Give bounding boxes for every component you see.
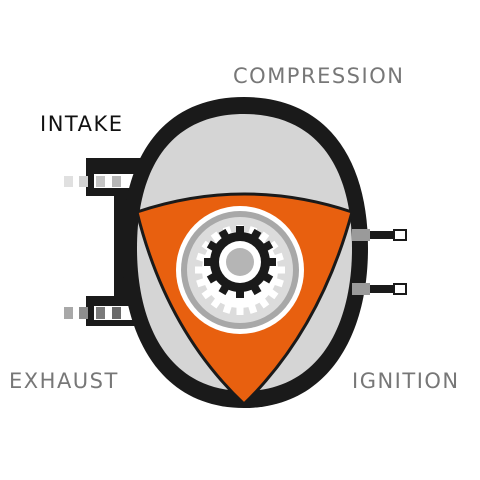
intake-flow-segment	[112, 176, 121, 187]
label-intake: INTAKE	[40, 112, 124, 136]
intake-flow-segment	[79, 176, 88, 187]
exhaust-flow-segment	[79, 307, 88, 319]
spark-plug-icon	[352, 283, 407, 295]
label-compression: COMPRESSION	[233, 64, 405, 88]
spark-plug-icon	[352, 229, 407, 241]
intake-flow-segment	[64, 176, 73, 187]
exhaust-flow-segment	[112, 307, 121, 319]
gear-icon	[176, 206, 304, 334]
label-exhaust: EXHAUST	[9, 369, 119, 393]
exhaust-flow-segment	[64, 307, 73, 319]
intake-flow-segment	[96, 176, 105, 187]
label-ignition: IGNITION	[352, 369, 460, 393]
exhaust-flow-segment	[96, 307, 105, 319]
